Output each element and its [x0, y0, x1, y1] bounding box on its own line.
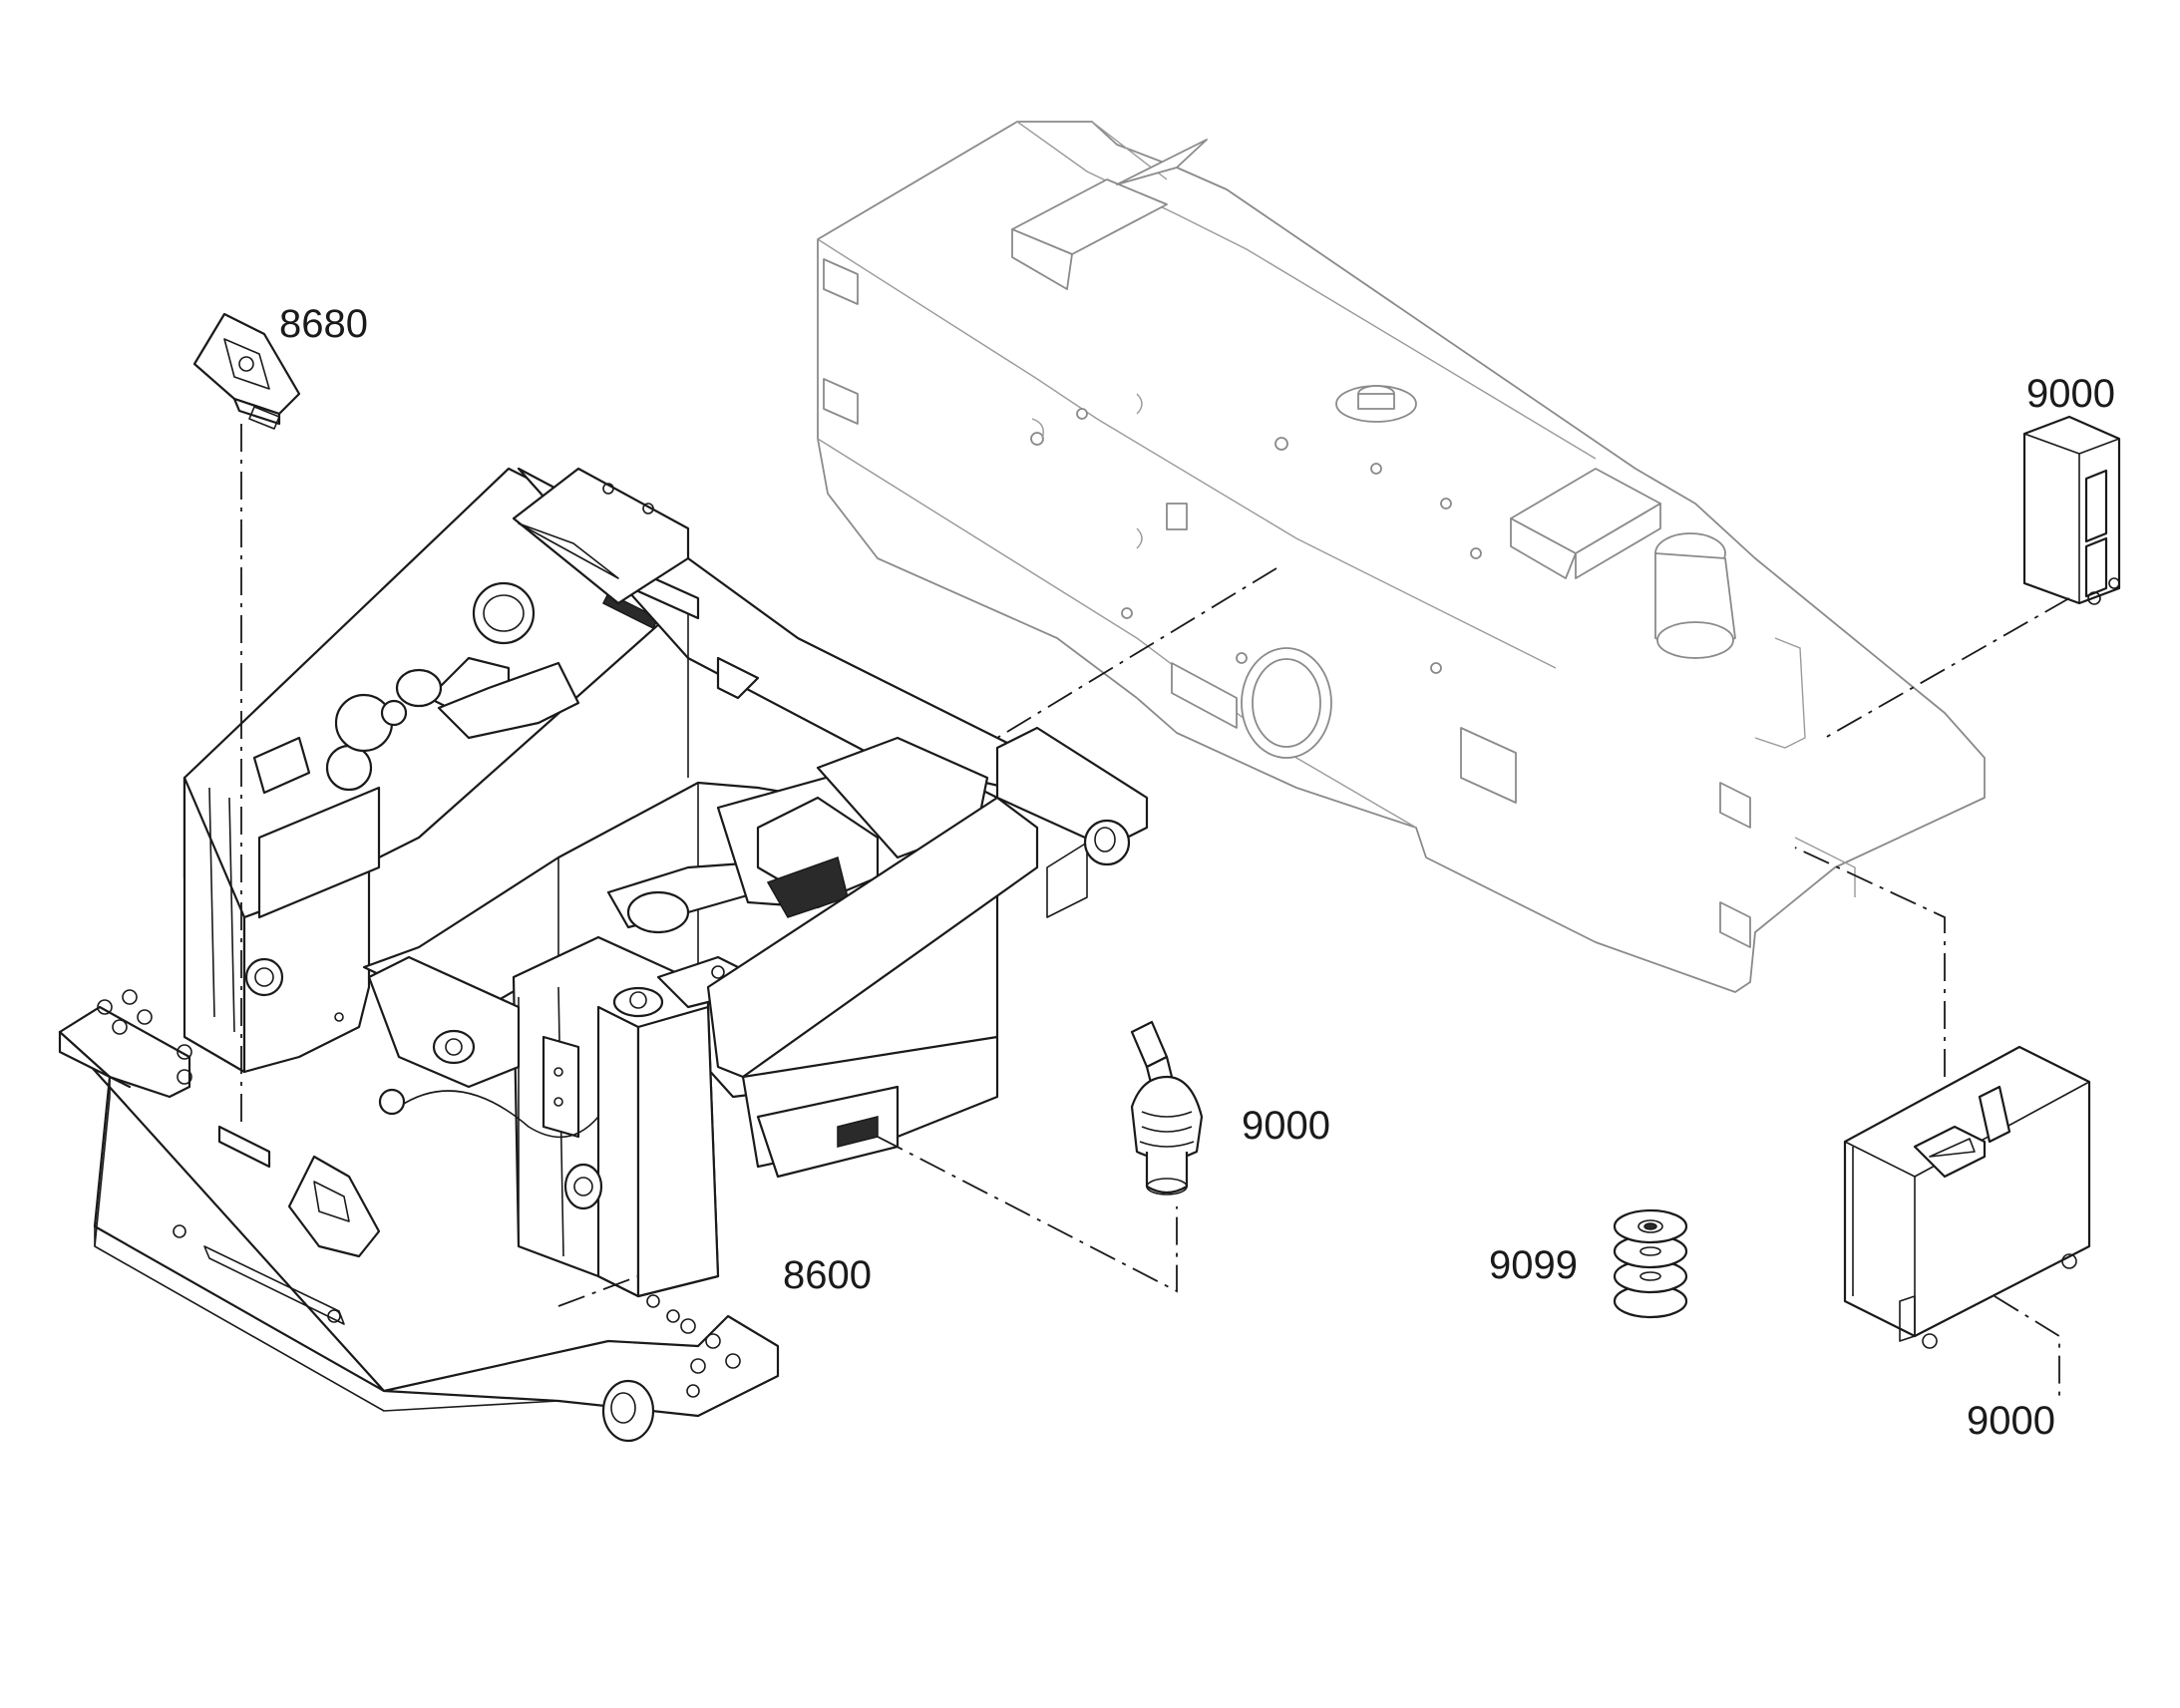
part-9099-washers: [1613, 1208, 1688, 1319]
callout-9099: 9099: [1489, 1243, 1578, 1287]
callout-9000-joystick: 9000: [1242, 1104, 1330, 1148]
part-8680-bracket: [192, 312, 301, 430]
leader-lines: [240, 424, 2070, 1396]
callout-labels: 8680 9000 9000 8600 9099 9000: [279, 302, 2115, 1443]
callout-8600: 8600: [783, 1253, 872, 1297]
operator-platform-assembly: [58, 467, 1149, 1443]
chassis-frame-ghost: [817, 121, 1986, 993]
callout-8680: 8680: [279, 302, 368, 346]
callout-9000-ecu: 9000: [2026, 372, 2115, 416]
part-9000-control-box: [1843, 1045, 2091, 1349]
callout-9000-box: 9000: [1967, 1399, 2055, 1443]
part-9000-joystick: [1130, 1020, 1204, 1196]
part-9000-ecu-module: [2022, 415, 2121, 605]
